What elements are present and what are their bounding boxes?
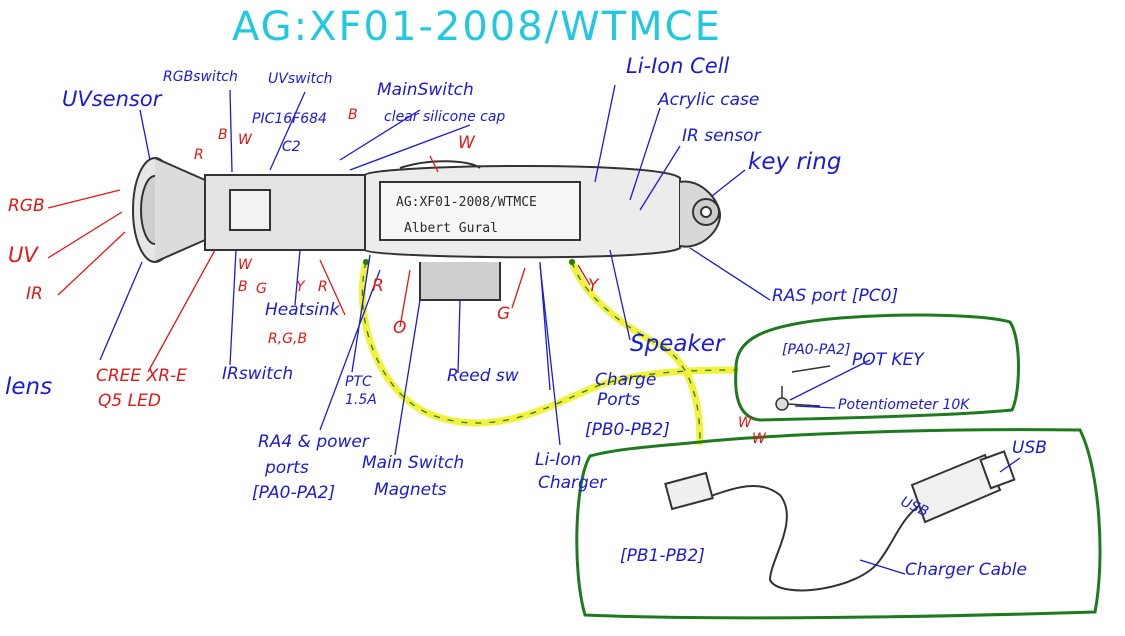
heatsink-wire-label-r: R — [318, 280, 328, 295]
engraving-line-1: AG:XF01-2008/WTMCE — [396, 196, 537, 210]
heatsink-wire-label-g: G — [256, 282, 267, 297]
key-ring-label: key ring — [748, 150, 841, 174]
speaker-label: Speaker — [630, 332, 724, 356]
charger-wire-label-y: Y — [588, 278, 598, 296]
pb-ports-label: [PB1-PB2] — [620, 548, 705, 566]
c2-label: C2 — [282, 140, 301, 155]
main-switch-label: MainSwitch — [377, 82, 474, 100]
wire-label-b: B — [218, 128, 228, 143]
li-ion-charger-label-2: Charger — [538, 475, 606, 493]
charge-ports-label-3: [PB0-PB2] — [585, 422, 670, 440]
charger-wire-label-g: G — [497, 306, 510, 324]
ra4-ports-label-3: [PA0-PA2] — [252, 485, 335, 503]
ptc-label: PTC — [345, 375, 372, 390]
wire-label-r: R — [194, 148, 204, 163]
ra4-ports-label-1: RA4 & power — [258, 434, 369, 452]
main-switch-magnets-label-2: Magnets — [374, 482, 447, 500]
pot-key-label: POT KEY — [852, 352, 924, 370]
ras-port-label: RAS port [PC0] — [772, 288, 898, 306]
charge-ports-label-2: Ports — [597, 392, 640, 410]
pot-wire-label-w1: W — [738, 416, 752, 431]
pot-ports-label: [PA0-PA2] — [782, 343, 850, 358]
cree-led-label-2: Q5 LED — [98, 393, 161, 411]
acrylic-case-label: Acrylic case — [658, 92, 759, 110]
ir-led-label: IR — [26, 286, 43, 304]
ir-sensor-label: IR sensor — [682, 128, 761, 146]
charge-ports-label-1: Charge — [595, 372, 656, 390]
silicone-cap-label: clear silicone cap — [384, 110, 505, 125]
heatsink-wire-label-y: Y — [296, 280, 305, 295]
uv-sensor-label: UVsensor — [62, 88, 161, 110]
case-wire-label-w: W — [458, 135, 475, 153]
uv-led-label: UV — [8, 244, 38, 266]
uv-switch-label: UVswitch — [268, 72, 333, 87]
ir-switch-label: IRswitch — [222, 366, 293, 384]
rgb-switch-label: RGBswitch — [163, 70, 238, 85]
rgb-led-label: RGB — [8, 198, 45, 216]
potentiometer-label: Potentiometer 10K — [838, 398, 969, 413]
wire-junction — [569, 259, 575, 265]
ra4-ports-label-2: ports — [265, 460, 309, 478]
heatsink-wire-label-b: B — [238, 280, 248, 295]
ptc-rating-label: 1.5A — [345, 393, 377, 408]
li-ion-cell-label: Li-Ion Cell — [626, 55, 729, 77]
pic-label: PIC16F684 — [252, 112, 327, 127]
magnet-wire-label-o: O — [393, 320, 406, 338]
leader-lines-blue — [100, 85, 1020, 574]
rgb-wires-label: R,G,B — [268, 332, 307, 347]
li-ion-charger-label-1: Li-Ion — [535, 452, 582, 470]
charger-cable-label: Charger Cable — [905, 562, 1027, 580]
switch-wire-label-b: B — [348, 108, 358, 123]
heatsink-label: Heatsink — [265, 302, 340, 320]
wire-label-w: W — [238, 133, 252, 148]
reed-switch-label: Reed sw — [447, 368, 519, 386]
ptc-wire-label-r: R — [372, 278, 384, 296]
engraving-line-2: Albert Gural — [404, 222, 498, 236]
heatsink-wire-label-w: W — [238, 258, 252, 273]
main-switch-magnets-label-1: Main Switch — [362, 455, 464, 473]
potentiometer-sketch — [776, 366, 830, 410]
cree-led-label-1: CREE XR-E — [96, 368, 187, 386]
usb-label: USB — [1012, 440, 1047, 458]
lens-label: lens — [5, 375, 52, 399]
pot-wire-label-w2: W — [752, 432, 766, 447]
diagram-title: AG:XF01-2008/WTMCE — [232, 6, 722, 48]
